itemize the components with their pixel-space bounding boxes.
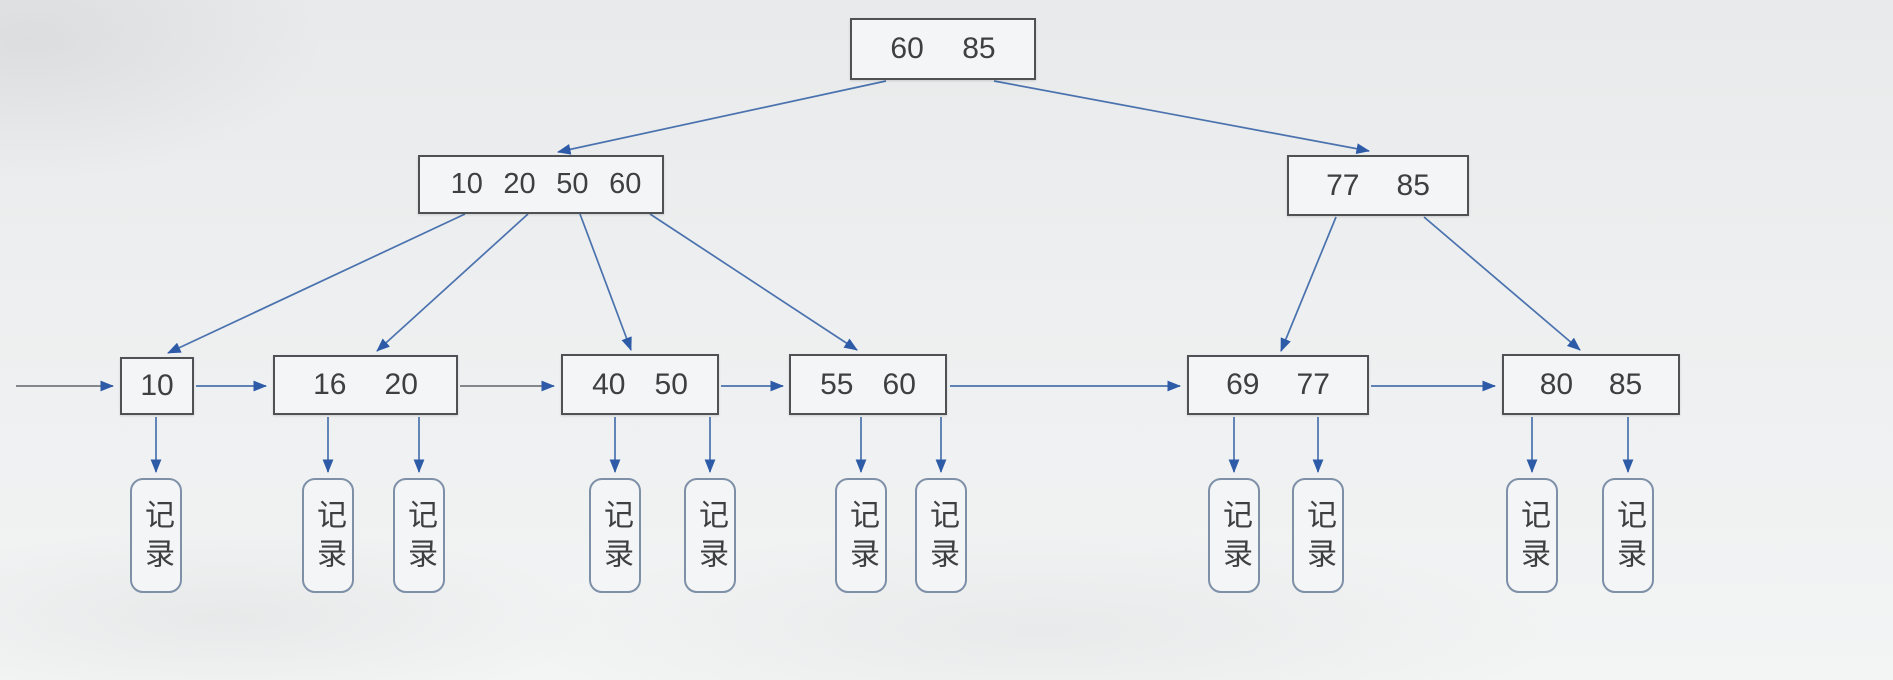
record-label: 记录 (925, 498, 958, 577)
node-key: 55 (820, 367, 854, 401)
node-key: 69 (1226, 368, 1260, 401)
record-label: 记录 (1516, 498, 1549, 577)
record-box: 记录 (835, 478, 887, 593)
record-label: 记录 (845, 498, 878, 577)
node-key: 85 (962, 32, 996, 65)
node-key: 40 (592, 367, 626, 401)
tree-node-root: 60 85 (850, 18, 1036, 80)
record-box: 记录 (393, 478, 445, 593)
edge-ileft-to-leaf-10 (167, 213, 466, 354)
record-box: 记录 (589, 478, 641, 593)
node-key: 77 (1326, 168, 1360, 202)
record-label: 记录 (694, 498, 727, 577)
edge-ileft-to-leaf-40-50 (579, 213, 632, 351)
node-key: 60 (609, 168, 642, 200)
edge-ileft-to-leaf-16-20 (376, 213, 529, 352)
tree-node-internal-left: 10 20 50 60 (418, 155, 664, 214)
node-key: 50 (556, 168, 589, 200)
record-label: 记录 (1302, 498, 1335, 577)
node-key: 80 (1539, 367, 1574, 401)
node-key: 77 (1296, 368, 1330, 401)
tree-node-leaf-16-20: 16 20 (273, 355, 458, 415)
tree-node-leaf-69-77: 69 77 (1187, 355, 1369, 415)
edge-root-to-internal-right (993, 80, 1371, 155)
record-box: 记录 (684, 478, 736, 593)
tree-node-leaf-55-60: 55 60 (789, 354, 947, 415)
node-key: 16 (313, 368, 347, 401)
node-key: 10 (140, 369, 174, 402)
record-box: 记录 (1208, 478, 1260, 593)
record-label: 记录 (599, 498, 632, 577)
node-key: 50 (654, 367, 688, 401)
node-key: 60 (890, 32, 924, 65)
record-box: 记录 (130, 478, 182, 593)
record-box: 记录 (1506, 478, 1558, 593)
node-key: 20 (503, 168, 536, 200)
tree-node-leaf-80-85: 80 85 (1502, 354, 1680, 415)
node-key: 20 (384, 368, 418, 401)
record-box: 记录 (1602, 478, 1654, 593)
record-box: 记录 (1292, 478, 1344, 593)
node-key: 10 (450, 168, 483, 200)
record-label: 记录 (1612, 498, 1645, 577)
record-box: 记录 (915, 478, 967, 593)
tree-node-internal-right: 77 85 (1287, 155, 1469, 216)
tree-node-leaf-10: 10 (120, 357, 194, 415)
edge-ileft-to-leaf-55-60 (649, 213, 858, 351)
edge-iright-to-leaf-80-85 (1423, 216, 1581, 351)
record-label: 记录 (1218, 498, 1251, 577)
node-key: 85 (1396, 168, 1430, 202)
node-key: 60 (882, 367, 916, 401)
edge-iright-to-leaf-69-77 (1280, 216, 1337, 352)
record-label: 记录 (140, 498, 173, 577)
record-label: 记录 (403, 498, 436, 577)
record-box: 记录 (302, 478, 354, 593)
record-label: 记录 (312, 498, 345, 577)
node-key: 85 (1608, 367, 1643, 401)
edge-root-to-internal-left (557, 80, 887, 155)
tree-node-leaf-40-50: 40 50 (561, 354, 719, 415)
